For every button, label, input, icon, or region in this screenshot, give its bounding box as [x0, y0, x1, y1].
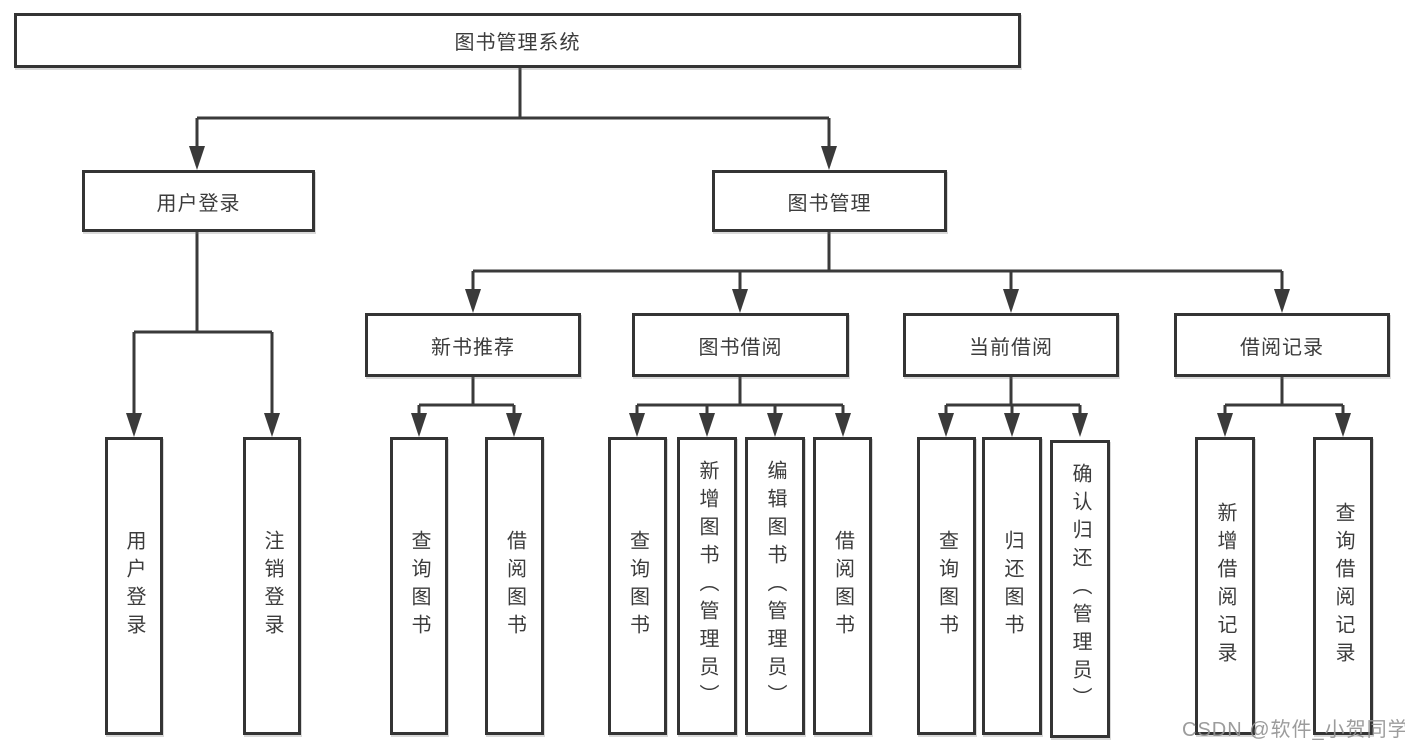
- leaf-query-books-current: 查询图书: [917, 437, 976, 735]
- leaf-user-login: 用户登录: [105, 437, 163, 735]
- node-root-library-system: 图书管理系统: [14, 13, 1021, 68]
- leaf-query-borrow-record: 查询借阅记录: [1313, 437, 1373, 735]
- leaf-query-books-borrow: 查询图书: [608, 437, 667, 735]
- node-user-login-branch: 用户登录: [82, 170, 315, 232]
- leaf-query-books-recommend: 查询图书: [390, 437, 448, 735]
- leaf-logout: 注销登录: [243, 437, 301, 735]
- leaf-confirm-return-admin: 确认归还（管理员）: [1050, 440, 1110, 738]
- csdn-watermark: CSDN @软件_小贺同学: [1182, 719, 1405, 741]
- node-new-book-recommend: 新书推荐: [365, 313, 581, 377]
- leaf-borrow-books: 借阅图书: [813, 437, 872, 735]
- leaf-add-books-admin: 新增图书（管理员）: [677, 437, 737, 735]
- leaf-return-books: 归还图书: [982, 437, 1042, 735]
- node-borrow-records: 借阅记录: [1174, 313, 1390, 377]
- leaf-borrow-books-recommend: 借阅图书: [485, 437, 544, 735]
- leaf-add-borrow-record: 新增借阅记录: [1195, 437, 1255, 735]
- leaf-edit-books-admin: 编辑图书（管理员）: [745, 437, 805, 735]
- node-book-borrow: 图书借阅: [632, 313, 849, 377]
- node-current-borrow: 当前借阅: [903, 313, 1119, 377]
- node-book-management-branch: 图书管理: [712, 170, 947, 232]
